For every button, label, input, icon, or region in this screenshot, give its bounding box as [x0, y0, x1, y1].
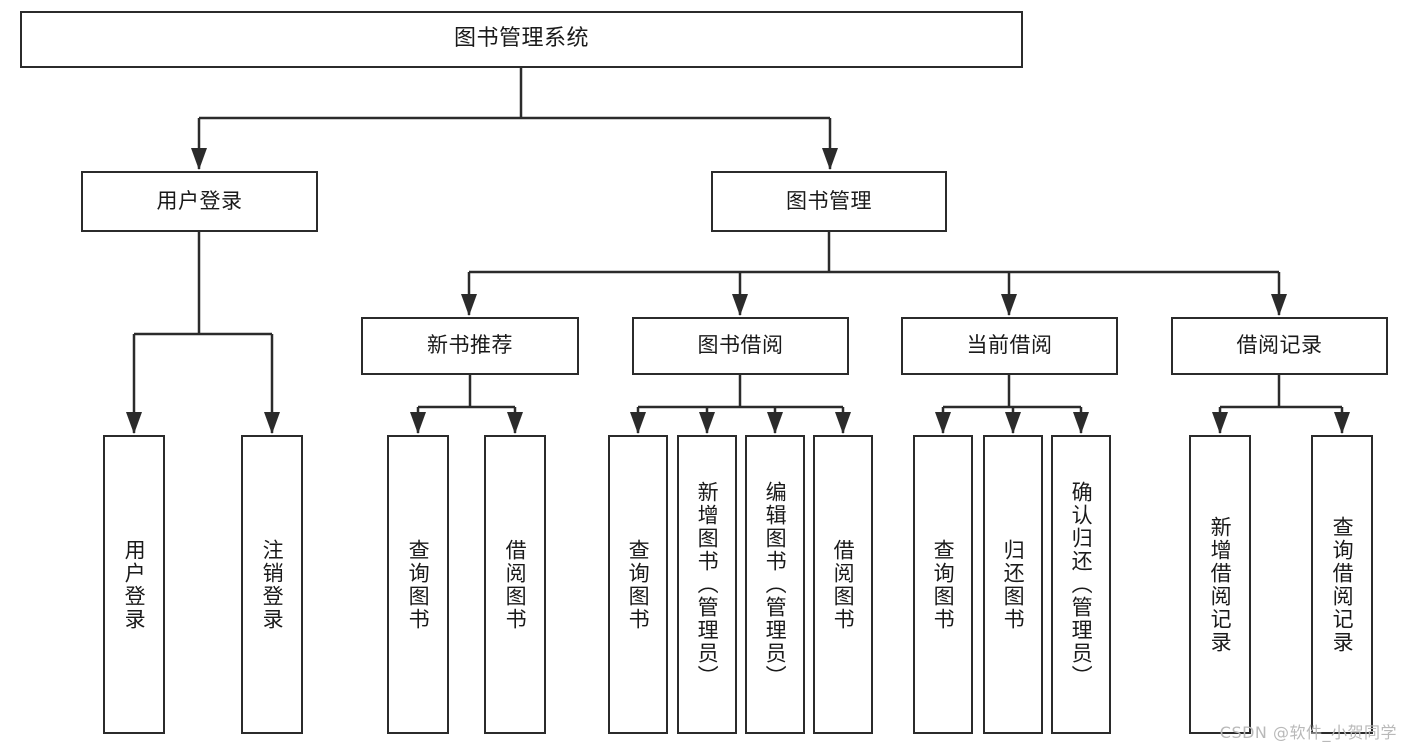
- node-l2_1[interactable]: 图书借阅: [632, 317, 849, 375]
- edge-arrowhead-4-1: [699, 412, 715, 434]
- watermark-text: CSDN @软件_小贺同学: [1219, 723, 1397, 742]
- edge-arrowhead-0-0: [191, 148, 207, 170]
- node-label: 确认归还（管理员）: [1069, 481, 1094, 688]
- node-label: 借阅图书: [831, 538, 856, 631]
- node-label: 查询图书: [406, 538, 431, 631]
- node-label: 查询图书: [626, 538, 651, 631]
- edge-arrowhead-6-0: [1212, 412, 1228, 434]
- edge-arrowhead-3-0: [410, 412, 426, 434]
- edge-arrowhead-4-3: [835, 412, 851, 434]
- edge-arrowhead-3-1: [507, 412, 523, 434]
- node-l2_2[interactable]: 当前借阅: [901, 317, 1118, 375]
- node-label: 当前借阅: [966, 333, 1053, 358]
- edge-arrowhead-0-1: [822, 148, 838, 170]
- node-label: 新书推荐: [427, 333, 513, 358]
- node-root[interactable]: 图书管理系统: [20, 11, 1023, 68]
- node-l3_6[interactable]: 编辑图书（管理员）: [745, 435, 805, 734]
- node-label: 新增图书（管理员）: [695, 481, 720, 688]
- node-l3_7[interactable]: 借阅图书: [813, 435, 873, 734]
- node-l3_1[interactable]: 注销登录: [241, 435, 303, 734]
- node-l3_9[interactable]: 归还图书: [983, 435, 1043, 734]
- node-l2_0[interactable]: 新书推荐: [361, 317, 579, 375]
- edge-arrowhead-4-0: [630, 412, 646, 434]
- node-label: 借阅记录: [1236, 333, 1323, 358]
- node-l3_10[interactable]: 确认归还（管理员）: [1051, 435, 1111, 734]
- edge-arrowhead-6-1: [1334, 412, 1350, 434]
- node-label: 新增借阅记录: [1208, 515, 1233, 654]
- node-l3_4[interactable]: 查询图书: [608, 435, 668, 734]
- node-label: 借阅图书: [503, 538, 528, 631]
- node-label: 用户登录: [156, 188, 243, 213]
- edge-arrowhead-1-1: [264, 412, 280, 434]
- node-l3_0[interactable]: 用户登录: [103, 435, 165, 734]
- node-l3_8[interactable]: 查询图书: [913, 435, 973, 734]
- edge-arrowhead-5-0: [935, 412, 951, 434]
- node-label: 用户登录: [122, 538, 147, 631]
- node-label: 编辑图书（管理员）: [763, 481, 788, 688]
- edge-arrowhead-2-3: [1271, 294, 1287, 316]
- node-l3_3[interactable]: 借阅图书: [484, 435, 546, 734]
- node-label: 图书管理: [786, 188, 872, 213]
- edge-arrowhead-5-1: [1005, 412, 1021, 434]
- edge-arrowhead-2-1: [732, 294, 748, 316]
- node-l3_12[interactable]: 查询借阅记录: [1311, 435, 1373, 734]
- node-l2_3[interactable]: 借阅记录: [1171, 317, 1388, 375]
- node-label: 图书借阅: [697, 333, 784, 358]
- node-l1_1[interactable]: 图书管理: [711, 171, 947, 232]
- node-label: 查询借阅记录: [1330, 515, 1355, 654]
- edge-arrowhead-2-2: [1001, 294, 1017, 316]
- node-label: 图书管理系统: [453, 26, 589, 52]
- node-l3_5[interactable]: 新增图书（管理员）: [677, 435, 737, 734]
- node-l3_11[interactable]: 新增借阅记录: [1189, 435, 1251, 734]
- node-label: 注销登录: [260, 538, 285, 631]
- edge-arrowhead-4-2: [767, 412, 783, 434]
- node-label: 查询图书: [931, 538, 956, 631]
- edge-arrowhead-2-0: [461, 294, 477, 316]
- edge-arrowhead-1-0: [126, 412, 142, 434]
- node-label: 归还图书: [1001, 538, 1026, 631]
- edge-arrowhead-5-2: [1073, 412, 1089, 434]
- node-l1_0[interactable]: 用户登录: [81, 171, 318, 232]
- node-l3_2[interactable]: 查询图书: [387, 435, 449, 734]
